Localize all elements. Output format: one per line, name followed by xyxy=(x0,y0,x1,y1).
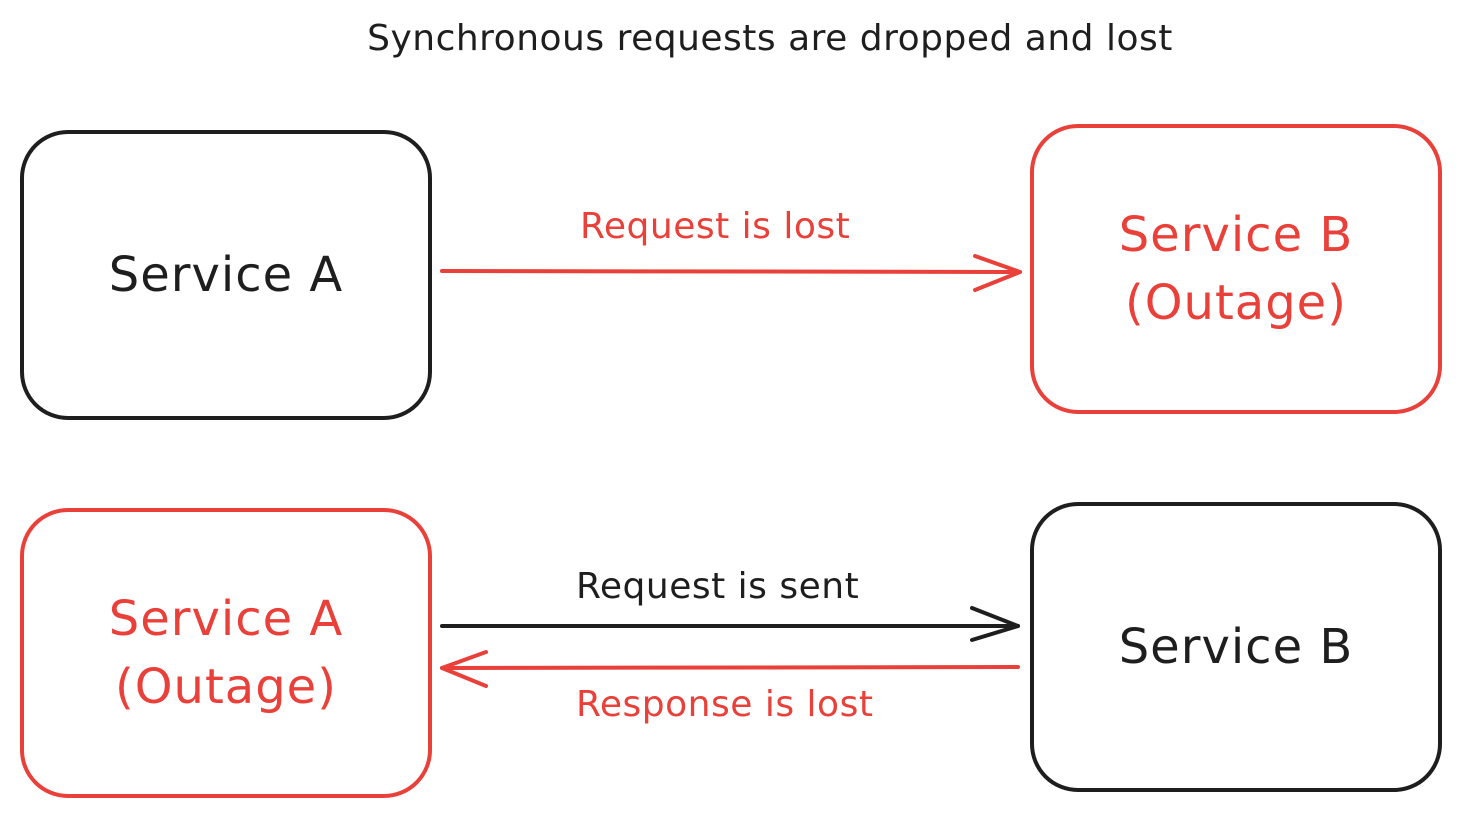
scenario-2-service-b-box: Service B xyxy=(1030,502,1442,792)
scenario-2-response-label: Response is lost xyxy=(576,684,874,725)
scenario-1-request-label: Request is lost xyxy=(580,206,851,247)
scenario-2-response-arrow xyxy=(440,650,1020,688)
scenario-1-service-a-box: Service A xyxy=(20,130,432,420)
scenario-2-service-b-label: Service B xyxy=(1118,619,1354,675)
scenario-2-service-a-status: (Outage) xyxy=(115,659,337,715)
scenario-2-request-label: Request is sent xyxy=(576,566,860,607)
diagram-title: Synchronous requests are dropped and los… xyxy=(367,18,1173,59)
scenario-1-service-b-status: (Outage) xyxy=(1125,275,1347,331)
scenario-1-service-a-label: Service A xyxy=(108,247,344,303)
scenario-1-request-arrow xyxy=(440,254,1022,292)
scenario-1-service-b-label: Service B xyxy=(1118,207,1354,263)
scenario-2-request-arrow xyxy=(440,606,1020,642)
scenario-1-service-b-box: Service B (Outage) xyxy=(1030,124,1442,414)
scenario-2-service-a-box: Service A (Outage) xyxy=(20,508,432,798)
scenario-2-service-a-label: Service A xyxy=(108,591,344,647)
